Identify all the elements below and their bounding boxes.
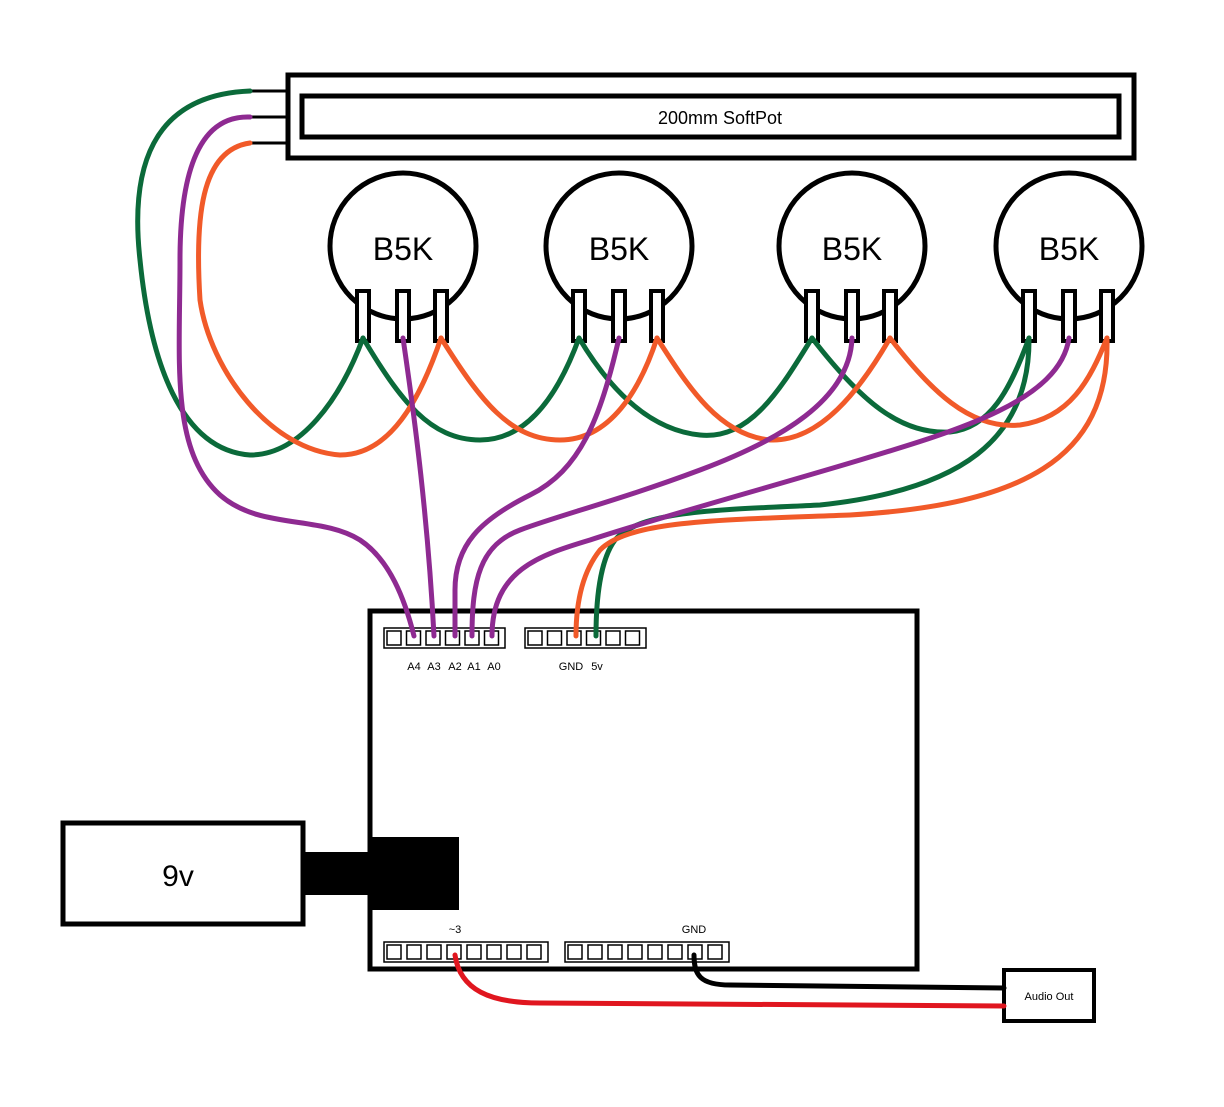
pot-pin-middle [611, 289, 627, 343]
pot-pin-middle [844, 289, 860, 343]
pot-pin-left [571, 289, 587, 343]
pin-label-a3: A3 [427, 661, 440, 673]
arduino-board: A4 A3 A2 A1 A0 GND 5v ~3 GND [367, 608, 920, 972]
orange-wire-pot1-to-pot2 [438, 335, 660, 443]
header-pin [605, 630, 621, 646]
softpot: 200mm SoftPot [250, 72, 1137, 161]
potentiometer-3: B5K [776, 170, 928, 343]
header-pin [607, 944, 623, 960]
battery-body [60, 820, 306, 927]
header-pin [527, 630, 543, 646]
wires [135, 88, 1110, 1009]
audio-out-label: Audio Out [1025, 991, 1074, 1003]
potentiometer-1: B5K [327, 170, 479, 343]
pot-pin-left [804, 289, 820, 343]
pot-pin-middle [1061, 289, 1077, 343]
header-pin [506, 944, 522, 960]
digital-header-left [383, 941, 549, 963]
arduino-outline [367, 608, 920, 972]
header-pin [624, 630, 641, 646]
header-pin [466, 944, 482, 960]
purple-wire-pot2-to-a2 [452, 335, 622, 639]
header-pin [587, 944, 603, 960]
pot-pin-right [1099, 289, 1115, 343]
pot-pin-left [1021, 289, 1037, 343]
digital-header-right [564, 941, 730, 963]
green-wire-pot4-to-5v [593, 335, 1032, 639]
purple-wire-pot4-to-a0 [489, 335, 1072, 639]
pot-pin-right [433, 289, 449, 343]
battery: 9v [60, 820, 306, 927]
header-pin [386, 630, 402, 646]
pin-label-a4: A4 [407, 661, 420, 673]
power-header [524, 627, 647, 649]
pin-label-a2: A2 [448, 661, 461, 673]
orange-wire-pot2-to-pot3 [654, 335, 893, 443]
header-pin [567, 944, 583, 960]
header-pin [526, 944, 542, 960]
header-pin [486, 944, 502, 960]
orange-wire-softpot-to-pot1 [195, 140, 444, 458]
pin-label-d3: ~3 [449, 924, 462, 936]
green-wire-pot1-to-pot2 [360, 335, 582, 443]
pot-label: B5K [822, 231, 882, 267]
pot-pin-left [355, 289, 371, 343]
header-pin [627, 944, 643, 960]
purple-wire-softpot-to-a4 [176, 114, 417, 639]
audio-out-box [1002, 968, 1096, 1023]
softpot-label: 200mm SoftPot [658, 108, 782, 128]
black-wire-gnd-to-audio-out [691, 952, 1007, 991]
battery-connector [305, 852, 372, 895]
green-wire-softpot-to-pot1 [135, 88, 366, 458]
power-jack [372, 837, 459, 910]
pot-pin-middle [395, 289, 411, 343]
pin-label-a1: A1 [467, 661, 480, 673]
pin-label-digital-gnd: GND [682, 924, 707, 936]
audio-out: Audio Out [1002, 968, 1096, 1023]
pin-label-gnd: GND [559, 661, 584, 673]
potentiometer-2: B5K [543, 170, 695, 343]
potentiometer-4: B5K [993, 170, 1145, 343]
red-wire-d3-to-audio-out [452, 952, 1007, 1009]
battery-label: 9v [162, 860, 194, 893]
orange-wire-pot3-to-pot4 [887, 335, 1110, 428]
purple-wire-pot1-to-a3 [400, 335, 437, 639]
header-pin [667, 944, 683, 960]
header-pin [426, 944, 442, 960]
header-pin [386, 944, 402, 960]
orange-wire-pot4-to-gnd [573, 335, 1110, 639]
pin-label-a0: A0 [487, 661, 500, 673]
analog-header [383, 627, 506, 649]
green-wire-pot3-to-pot4 [809, 335, 1032, 435]
header-pin [707, 944, 723, 960]
pot-pin-right [649, 289, 665, 343]
pot-label: B5K [589, 231, 649, 267]
softpot-strip [299, 93, 1122, 140]
pot-label: B5K [1039, 231, 1099, 267]
pot-pin-right [882, 289, 898, 343]
green-wire-pot2-to-pot3 [576, 335, 815, 438]
purple-wire-pot3-to-a1 [469, 335, 855, 639]
pin-label-5v: 5v [591, 661, 603, 673]
header-pin [406, 944, 422, 960]
header-pin [647, 944, 663, 960]
header-pin [546, 630, 563, 646]
pot-label: B5K [373, 231, 433, 267]
